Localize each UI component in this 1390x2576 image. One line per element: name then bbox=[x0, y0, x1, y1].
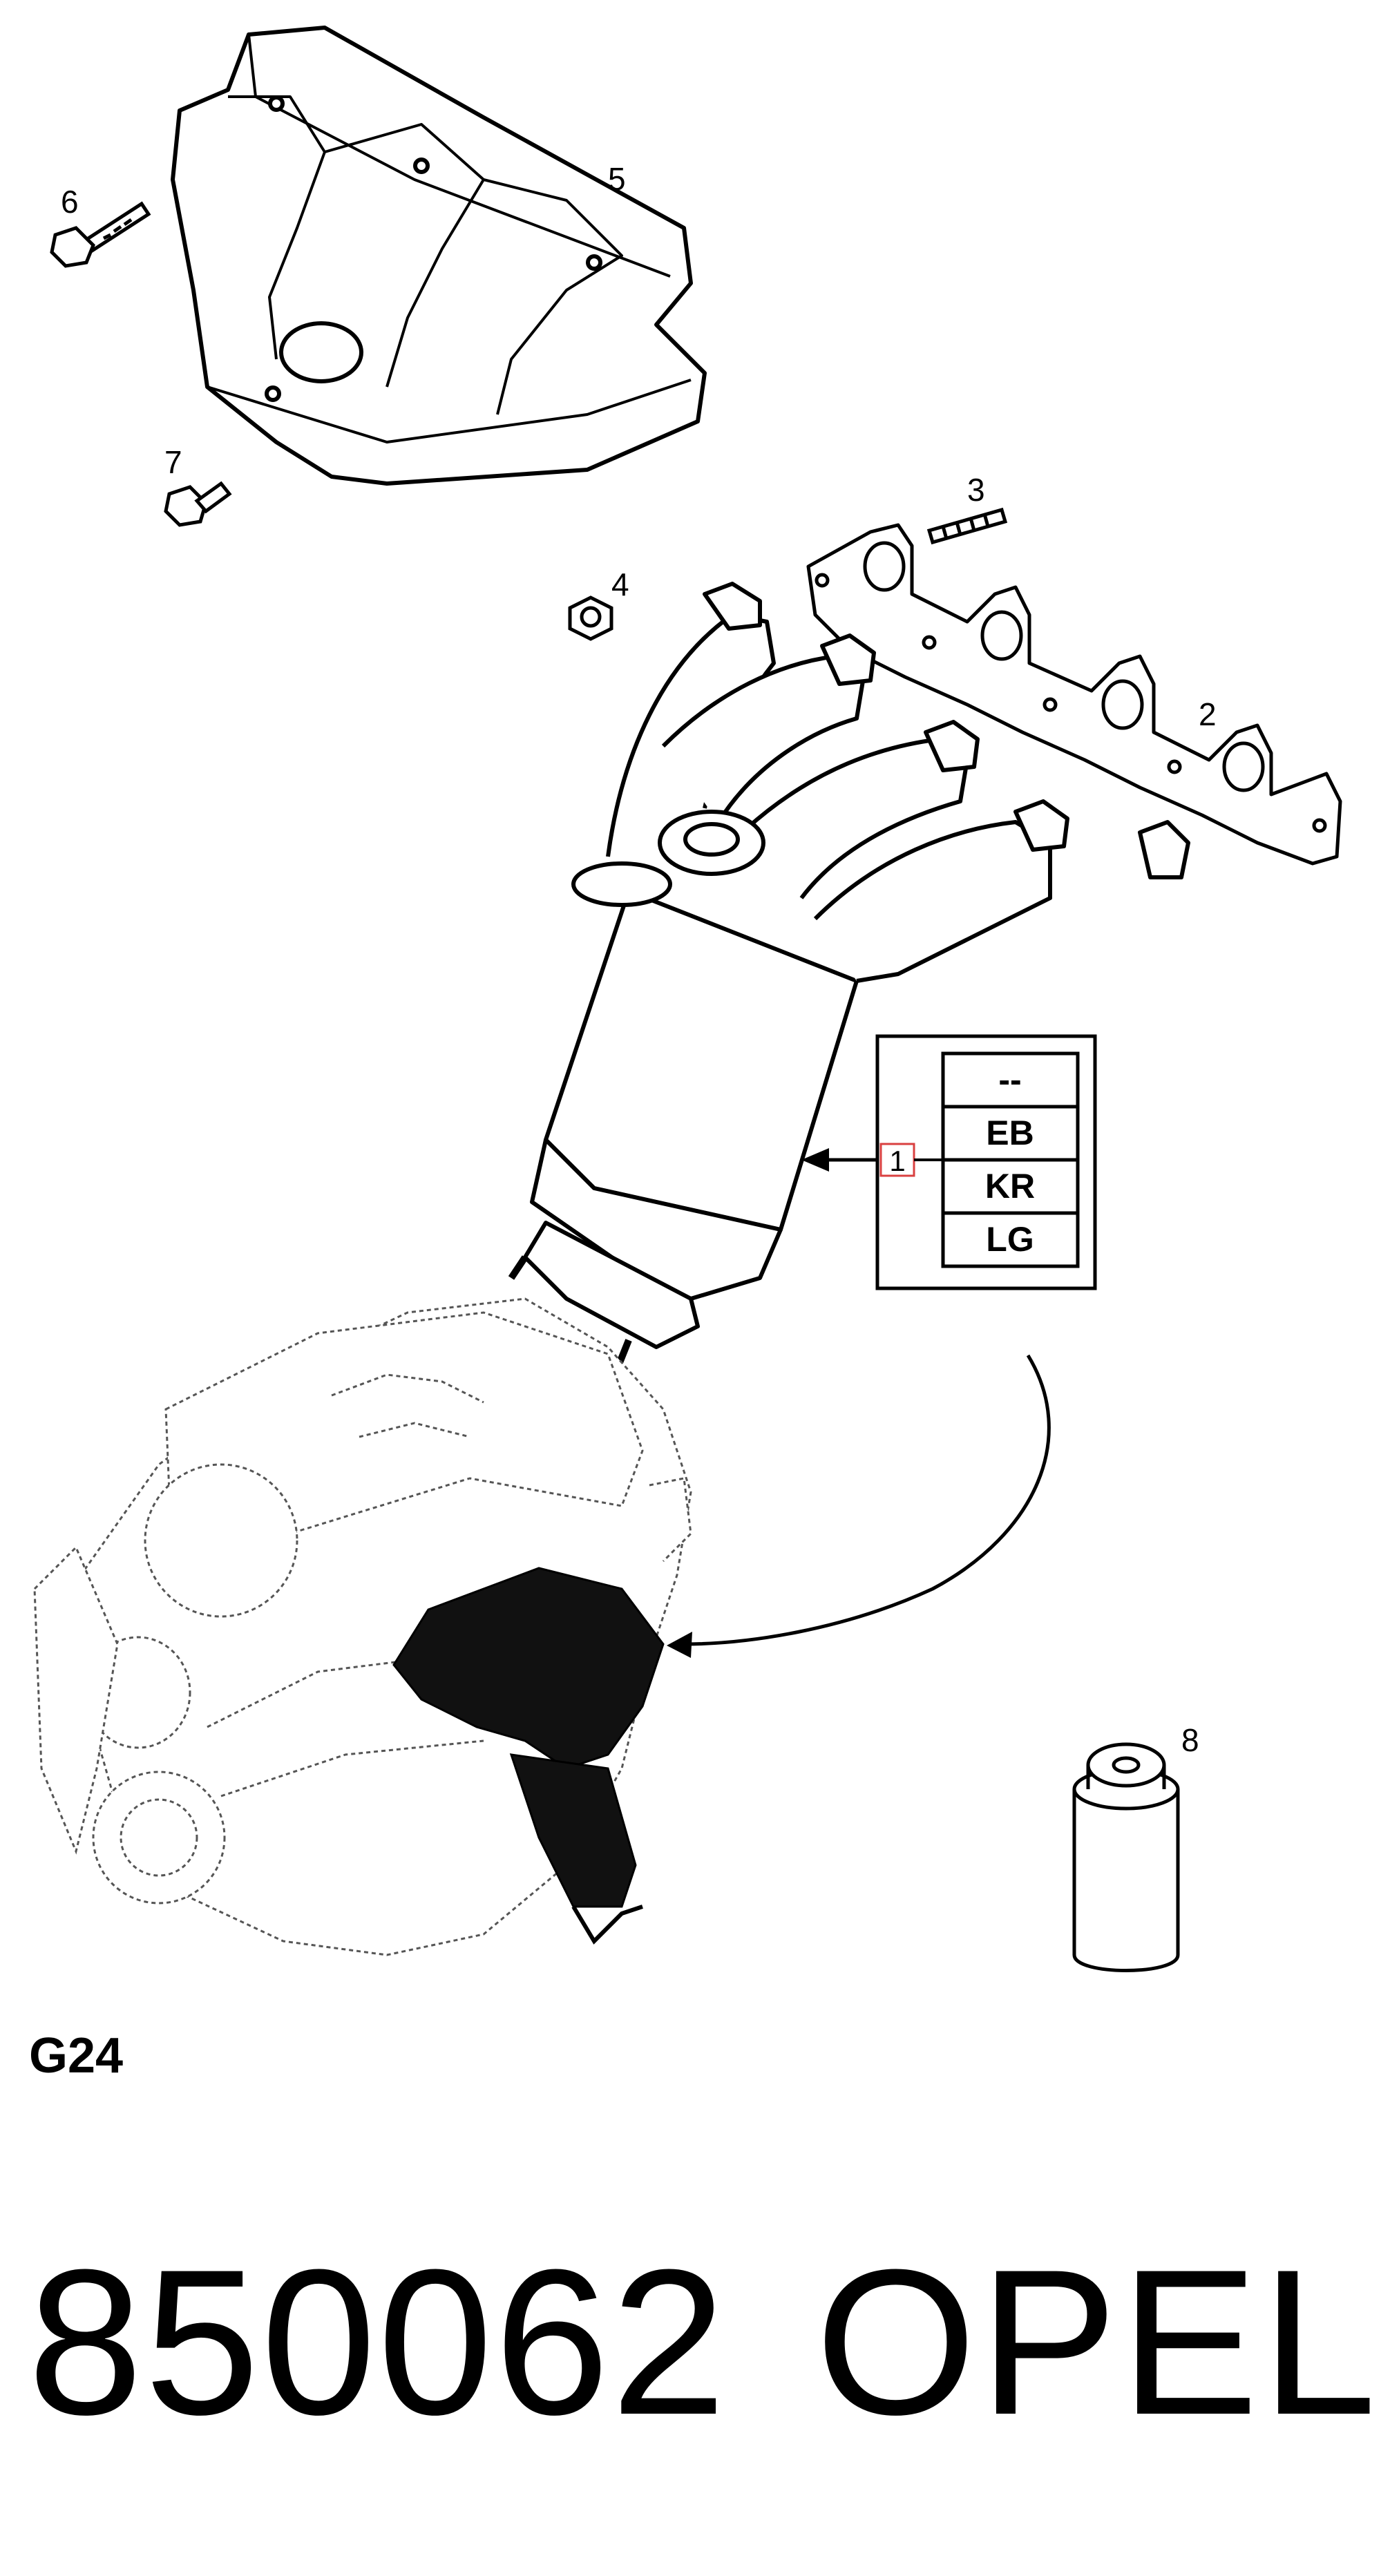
bolt-long-icon bbox=[50, 201, 151, 268]
variant-table: -- EB KR LG 1 bbox=[875, 1034, 1097, 1290]
callout-7: 7 bbox=[164, 444, 182, 480]
heat-shield-icon bbox=[171, 26, 707, 486]
callout-5: 5 bbox=[608, 161, 626, 197]
brand-name: OPEL bbox=[815, 2226, 1380, 2458]
variant-row-3: KR bbox=[985, 1167, 1035, 1205]
stud-icon bbox=[926, 507, 1008, 545]
callout-2: 2 bbox=[1199, 696, 1217, 732]
manifold-catalyst-icon bbox=[508, 582, 1190, 1376]
callout-6: 6 bbox=[61, 184, 79, 220]
arrow-icon bbox=[801, 1148, 877, 1172]
gasket-icon bbox=[806, 523, 1342, 866]
nut-icon bbox=[568, 595, 613, 641]
callout-4: 4 bbox=[611, 566, 629, 602]
callout-8: 8 bbox=[1181, 1722, 1199, 1758]
callout-3: 3 bbox=[967, 472, 985, 508]
callout-1: 1 bbox=[889, 1145, 905, 1177]
variant-row-1: -- bbox=[998, 1060, 1021, 1099]
oil-filter-icon bbox=[1072, 1742, 1180, 1972]
engine-code-label: G24 bbox=[29, 2028, 124, 2083]
pointer-arrow-icon bbox=[667, 1354, 1051, 1658]
part-number: 850062 bbox=[28, 2226, 728, 2458]
variant-row-4: LG bbox=[986, 1220, 1034, 1259]
engine-manifold-highlight-icon bbox=[392, 1567, 665, 1945]
variant-row-2: EB bbox=[986, 1114, 1034, 1152]
bolt-short-icon bbox=[164, 481, 232, 527]
